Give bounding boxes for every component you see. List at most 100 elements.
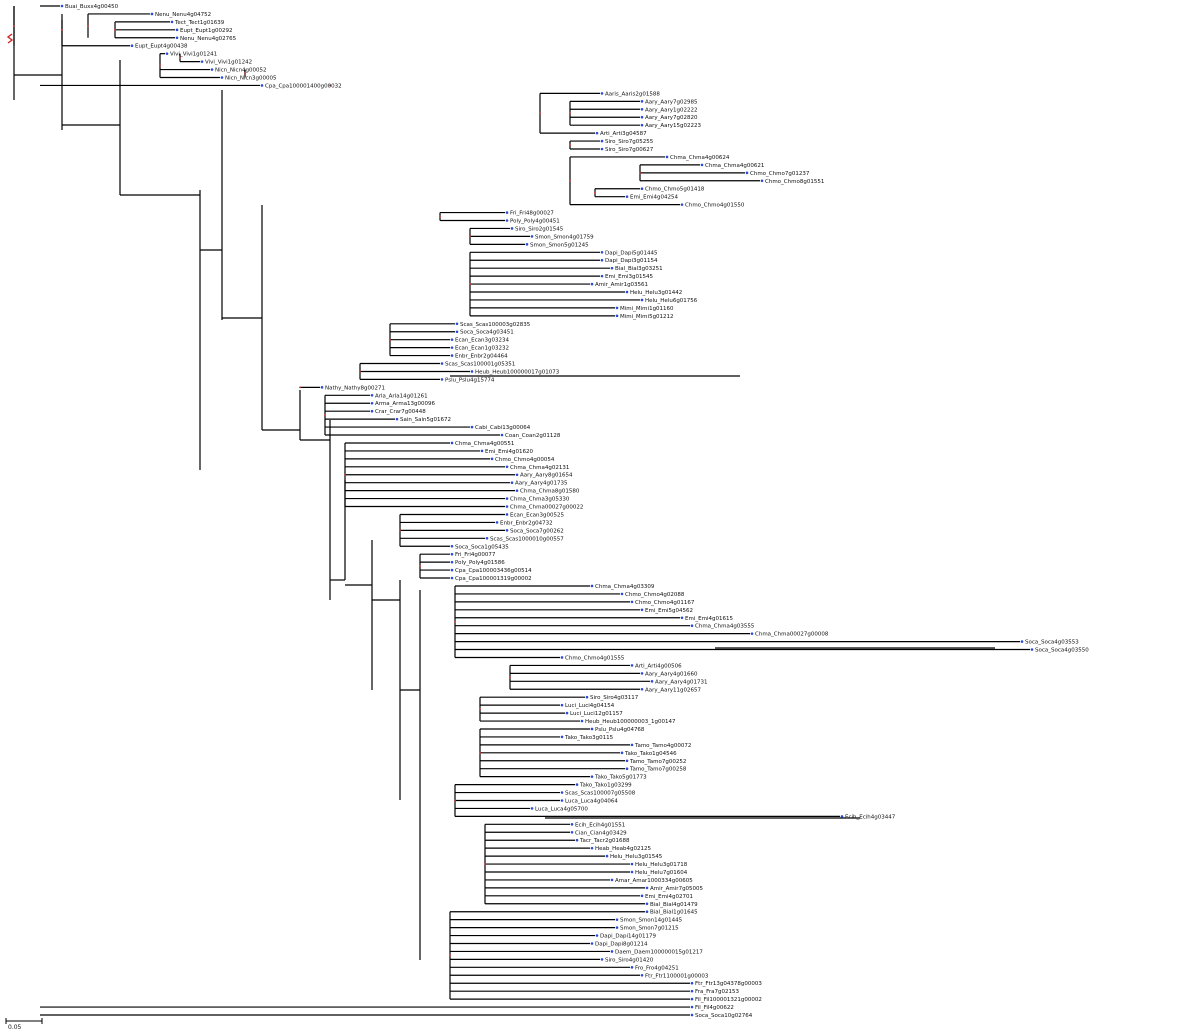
- node-marker-icon: [479, 708, 481, 711]
- node-marker-icon: [324, 414, 326, 417]
- leaf-marker-icon: [440, 362, 444, 365]
- leaf-marker-icon: [625, 195, 629, 198]
- leaf-label: Nicn_Nicn3g00005: [225, 76, 277, 82]
- leaf-marker-icon: [515, 489, 519, 492]
- leaf-marker-icon: [690, 624, 694, 628]
- leaf-label: Scas_Scas1000010g00557: [490, 536, 564, 542]
- leaf-label: Chmo_Chmo7g01237: [750, 171, 810, 177]
- leaf-label: Emi_Emi4g01620: [485, 449, 533, 455]
- leaf-marker-icon: [560, 656, 564, 659]
- leaf-label: Emi_Emi3g01545: [605, 274, 653, 280]
- leaf-label: Aary_Aary11g02657: [645, 687, 702, 693]
- leaf-marker-icon: [530, 235, 534, 238]
- leaf-label: Eupt_Eupt4g00438: [135, 44, 188, 50]
- leaf-marker-icon: [450, 560, 454, 564]
- leaf-label: Chmo_Chmo4g00054: [495, 457, 555, 463]
- leaf-marker-icon: [610, 950, 614, 953]
- leaf-label: Tamo_Tamo7g00252: [629, 759, 686, 765]
- leaf-marker-icon: [525, 243, 529, 246]
- leaf-label: Scas_Scas100003g02835: [460, 322, 531, 328]
- node-marker-icon: [569, 179, 571, 182]
- leaf-label: Chmo_Chmo4g01167: [635, 600, 695, 606]
- leaf-marker-icon: [505, 513, 509, 516]
- leaf-marker-icon: [500, 433, 504, 437]
- node-marker-icon: [454, 799, 456, 802]
- leaf-label: Luci_Luci12g01157: [570, 711, 623, 717]
- scale-bar-label: 0.05: [8, 1024, 22, 1031]
- leaf-marker-icon: [560, 703, 564, 707]
- leaf-marker-icon: [440, 378, 444, 381]
- leaf-label: Arti_Arti4g00506: [635, 663, 682, 669]
- leaf-label: Heub_Heub100000003_1g00147: [585, 719, 676, 725]
- leaf-label: Tamo_Tamo7g00258: [629, 767, 687, 773]
- leaf-label: Ecan_Ecan3g00525: [510, 512, 564, 518]
- leaf-label: Chmo_Chmo4g02088: [625, 592, 685, 598]
- leaf-marker-icon: [700, 163, 704, 167]
- leaf-marker-icon: [840, 815, 844, 818]
- leaf-marker-icon: [320, 386, 324, 389]
- leaf-marker-icon: [130, 44, 134, 48]
- leaf-marker-icon: [505, 505, 509, 508]
- leaf-label: Bial_Bial3g03251: [615, 266, 663, 272]
- leaf-marker-icon: [480, 449, 484, 453]
- leaf-marker-icon: [455, 330, 459, 334]
- leaf-label: Chma_Chma4g03555: [695, 624, 755, 630]
- leaf-label: Smon_Smon14g01445: [620, 918, 683, 924]
- leaf-label: Soca_Soca4g03451: [460, 330, 514, 336]
- leaf-marker-icon: [750, 632, 754, 635]
- leaf-marker-icon: [600, 139, 604, 143]
- leaf-label: Heub_Heub100000017g01073: [475, 369, 560, 375]
- leaf-marker-icon: [650, 680, 654, 683]
- leaf-label: Coan_Coan2g01128: [505, 433, 561, 439]
- leaf-label: Tako_Tako3g0115: [564, 735, 614, 741]
- leaf-label: Helu_Helu6g01756: [645, 298, 698, 304]
- node-marker-icon: [359, 370, 361, 373]
- leaf-label: Nenu_Nenu4g04752: [155, 12, 211, 18]
- node-marker-icon: [639, 171, 641, 174]
- leaf-marker-icon: [640, 298, 644, 302]
- leaf-marker-icon: [680, 203, 684, 206]
- leaf-marker-icon: [490, 457, 494, 461]
- leaf-marker-icon: [560, 791, 564, 794]
- leaf-marker-icon: [395, 417, 399, 421]
- leaf-marker-icon: [595, 934, 599, 937]
- leaf-marker-icon: [515, 473, 519, 477]
- leaf-marker-icon: [640, 672, 644, 675]
- leaf-label: Scas_Scas100007g05508: [565, 791, 636, 797]
- leaf-label: Chma_Chma8g01580: [520, 489, 580, 495]
- leaf-label: Nathy_Nathy8g00271: [325, 385, 385, 391]
- leaf-marker-icon: [630, 966, 634, 969]
- leaf-marker-icon: [1020, 640, 1024, 643]
- leaf-marker-icon: [370, 409, 374, 413]
- leaf-marker-icon: [640, 687, 644, 691]
- leaf-label: Aary_Aary4g01731: [655, 679, 708, 685]
- leaf-label: Cpa_Cpa100003436g00514: [455, 568, 532, 574]
- leaf-label: Dapi_Dapi3g01154: [605, 258, 658, 264]
- leaf-label: Helu_Helu7g01604: [635, 870, 688, 876]
- leaf-marker-icon: [590, 942, 594, 945]
- leaf-marker-icon: [600, 258, 604, 262]
- leaf-label: Ftr_Ftr13g04378g00003: [695, 981, 762, 987]
- leaf-label: Siro_Siro2g01545: [515, 226, 564, 232]
- node-marker-icon: [344, 473, 346, 476]
- leaf-label: Crar_Crar7g00448: [375, 409, 426, 415]
- leaf-marker-icon: [200, 60, 204, 63]
- leaf-marker-icon: [605, 854, 609, 858]
- leaf-label: Arla_Arla14g01261: [375, 393, 428, 399]
- leaf-marker-icon: [1030, 648, 1034, 651]
- leaf-label: Helu_Helu3g01718: [635, 862, 688, 868]
- node-marker-icon: [179, 56, 181, 59]
- leaf-marker-icon: [530, 807, 534, 810]
- leaf-marker-icon: [495, 521, 499, 524]
- leaf-marker-icon: [60, 4, 64, 8]
- leaf-label: Chma_Chma4g00624: [670, 155, 730, 161]
- leaf-marker-icon: [630, 743, 634, 747]
- leaf-marker-icon: [455, 322, 459, 326]
- leaf-marker-icon: [510, 227, 514, 230]
- leaf-label: Aaris_Aaris2g01588: [605, 91, 660, 97]
- leaf-marker-icon: [590, 727, 594, 731]
- node-marker-icon: [449, 954, 451, 957]
- leaf-label: Chma_Chma3g05330: [510, 497, 570, 503]
- leaf-label: Tako_Tako5g01773: [594, 775, 647, 781]
- leaf-label: Arti_Arti3g04587: [600, 131, 647, 137]
